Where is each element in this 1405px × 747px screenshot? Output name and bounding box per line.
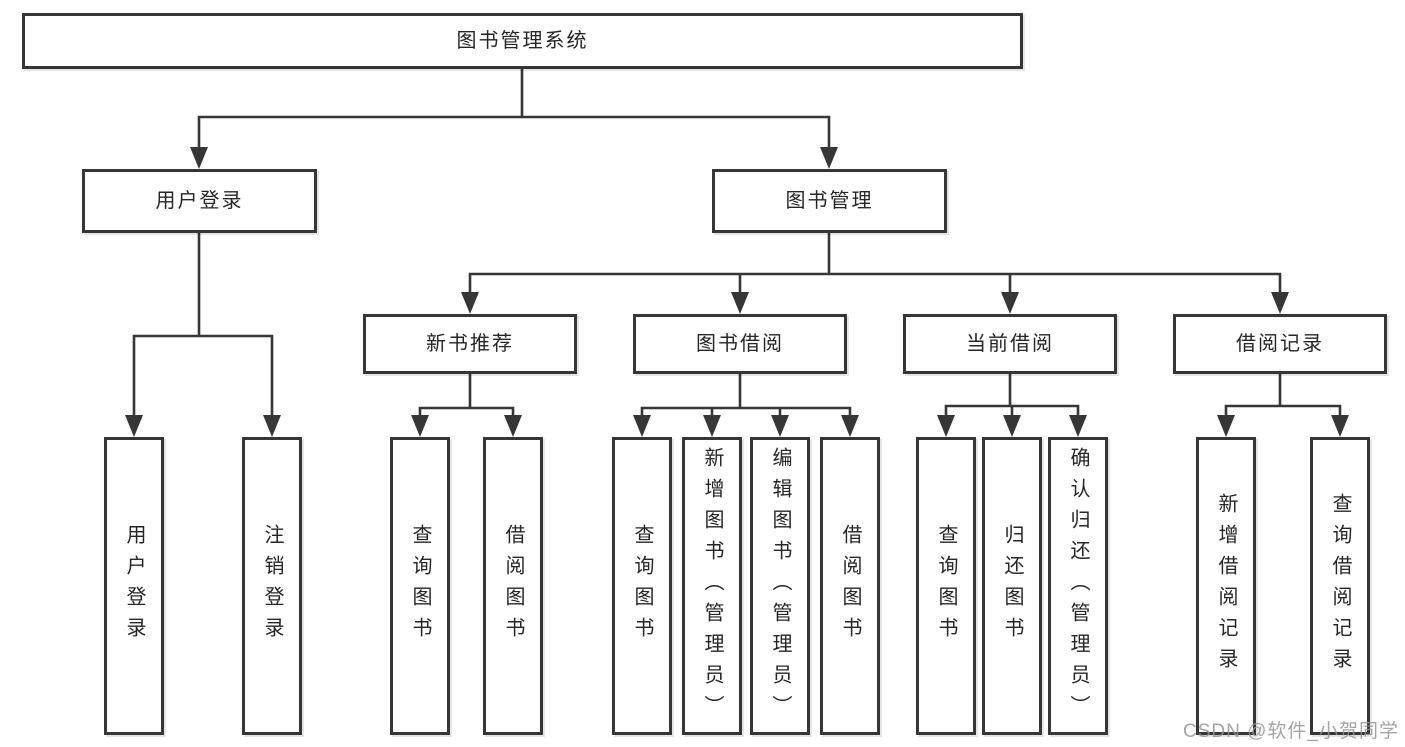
connector-paths [132,69,1342,421]
arrowhead-icon [937,415,955,437]
node-current-borrow-label: 当前借阅 [966,333,1054,355]
node-book-management-label: 图书管理 [785,190,874,212]
leaf-return-book: 归还图书 [982,437,1042,735]
node-book-management: 图书管理 [712,169,947,233]
leaf-query-books-current-label: 查询图书 [935,524,957,648]
arrowhead-icon [1001,292,1019,314]
connector-bookborrow-to-leaves [640,374,852,421]
leaf-query-books-current: 查询图书 [916,437,976,735]
node-root: 图书管理系统 [22,13,1023,69]
arrowhead-icon [820,147,838,169]
leaf-add-borrow-record: 新增借阅记录 [1196,437,1256,735]
arrowhead-icon [190,147,208,169]
arrowhead-icon [703,415,721,437]
node-borrow-records-label: 借阅记录 [1236,333,1324,355]
arrowhead-icon [1217,415,1235,437]
leaf-add-book-admin-label: 新增图书（管理员） [701,446,723,726]
leaf-query-borrow-record-label: 查询借阅记录 [1329,493,1351,679]
leaf-borrow-books: 借阅图书 [820,437,880,735]
arrowhead-icon [841,415,859,437]
node-book-borrow: 图书借阅 [633,314,847,374]
leaf-user-login-label: 用户登录 [123,524,145,648]
connector-borrowrecord-to-leaves [1224,374,1342,421]
connector-currentborrow-to-leaves [944,374,1080,421]
arrowhead-icon [1003,415,1021,437]
leaf-confirm-return-admin: 确认归还（管理员） [1048,437,1108,735]
node-book-borrow-label: 图书借阅 [696,333,784,355]
arrowhead-icon [504,415,522,437]
leaf-confirm-return-admin-label: 确认归还（管理员） [1067,446,1089,726]
leaf-logout-label: 注销登录 [261,524,283,648]
leaf-edit-book-admin: 编辑图书（管理员） [750,437,810,735]
connector-bookmgmt-to-level3 [468,233,1282,298]
arrowheads [125,147,1349,437]
watermark: CSDN @软件_小贺同学 [1183,721,1399,742]
arrowhead-icon [633,415,651,437]
node-new-book-recommend: 新书推荐 [363,314,577,374]
leaf-query-books-borrow-label: 查询图书 [631,524,653,648]
arrowhead-icon [731,292,749,314]
leaf-query-borrow-record: 查询借阅记录 [1310,437,1370,735]
node-user-login-label: 用户登录 [155,190,244,212]
leaf-query-books-recommend-label: 查询图书 [409,524,431,648]
arrowhead-icon [461,292,479,314]
leaf-return-book-label: 归还图书 [1001,524,1023,648]
leaf-add-borrow-record-label: 新增借阅记录 [1215,493,1237,679]
arrowhead-icon [1069,415,1087,437]
leaf-query-books-recommend: 查询图书 [390,437,450,735]
node-new-book-recommend-label: 新书推荐 [426,333,514,355]
arrowhead-icon [1271,292,1289,314]
leaf-borrow-books-recommend: 借阅图书 [483,437,543,735]
leaf-borrow-books-recommend-label: 借阅图书 [502,524,524,648]
leaf-logout: 注销登录 [242,437,302,735]
leaf-add-book-admin: 新增图书（管理员） [682,437,742,735]
connector-root-to-level2 [197,69,831,153]
arrowhead-icon [771,415,789,437]
connector-userlogin-to-leaves [132,233,274,421]
leaf-query-books-borrow: 查询图书 [612,437,672,735]
node-root-label: 图书管理系统 [456,30,589,52]
leaf-borrow-books-label: 借阅图书 [839,524,861,648]
arrowhead-icon [125,415,143,437]
arrowhead-icon [411,415,429,437]
leaf-user-login: 用户登录 [104,437,164,735]
node-current-borrow: 当前借阅 [903,314,1117,374]
leaf-edit-book-admin-label: 编辑图书（管理员） [769,446,791,726]
connector-newbook-to-leaves [418,374,515,421]
arrowhead-icon [263,415,281,437]
node-user-login: 用户登录 [82,169,317,233]
node-borrow-records: 借阅记录 [1173,314,1387,374]
arrowhead-icon [1331,415,1349,437]
